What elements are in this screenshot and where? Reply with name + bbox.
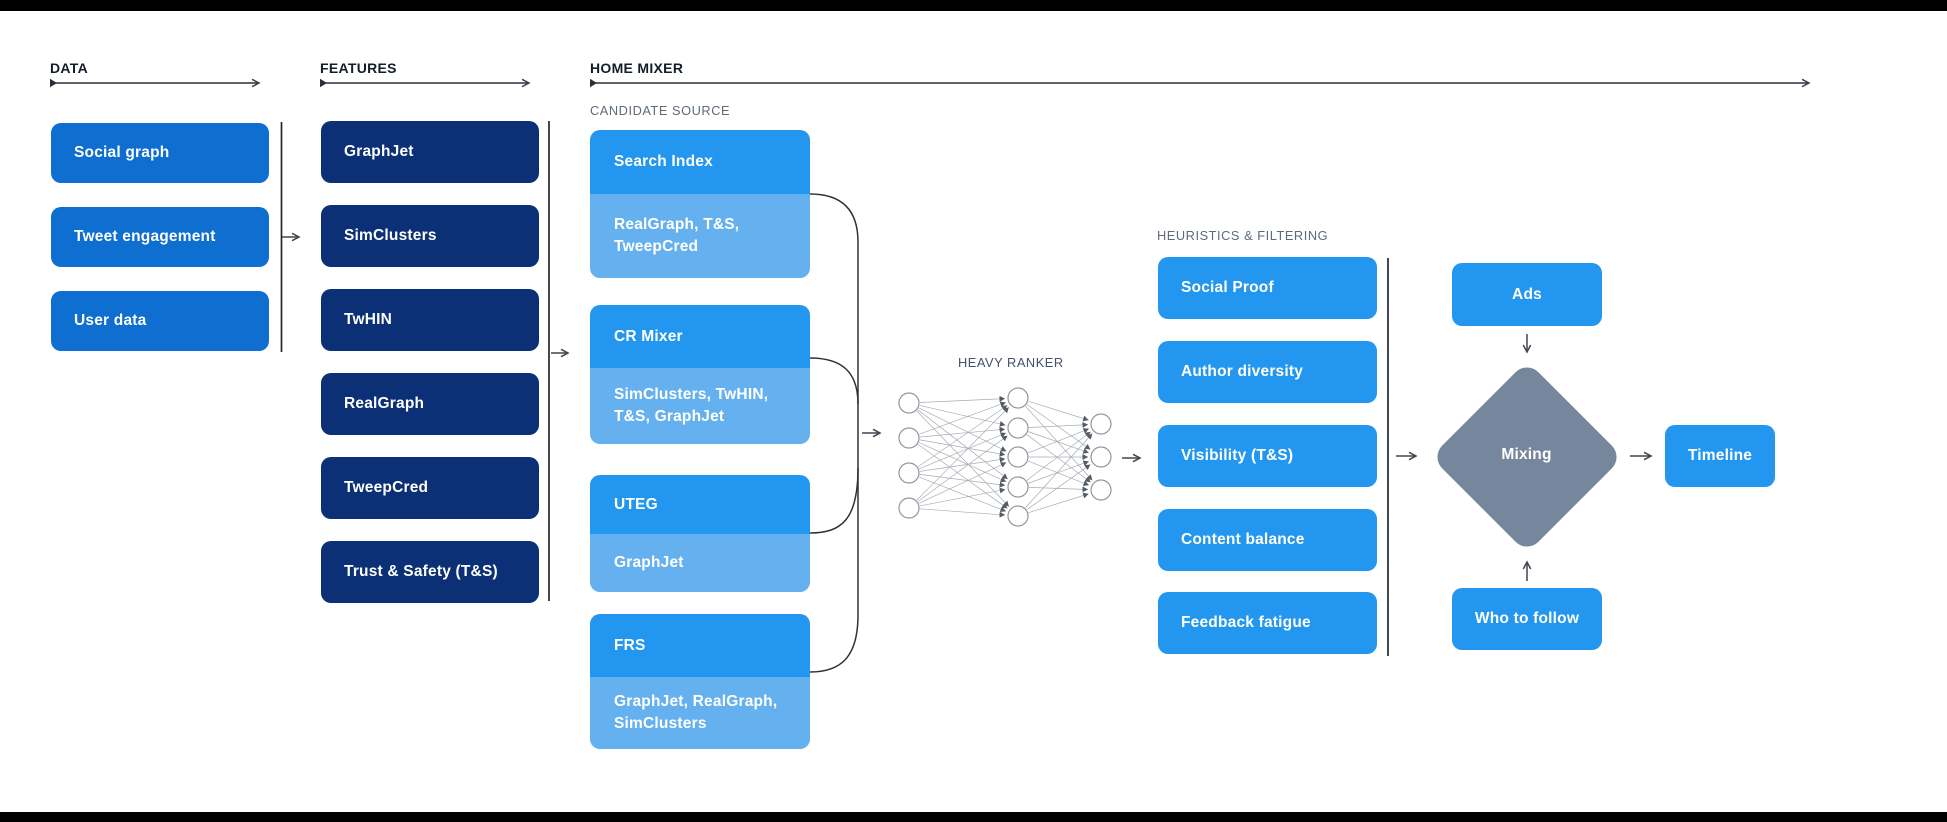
node-frs-title: FRS — [590, 614, 810, 677]
node-frs-sub: GraphJet, RealGraph, SimClusters — [590, 677, 810, 749]
node-tweepcred: TweepCred — [321, 457, 539, 519]
node-uteg-sub: GraphJet — [590, 534, 810, 592]
bottom-letterbox-bar — [0, 812, 1947, 822]
neuron-node — [1007, 446, 1029, 468]
neuron-node — [898, 497, 920, 519]
node-search-index: Search Index RealGraph, T&S, TweepCred — [590, 130, 810, 278]
node-uteg-title: UTEG — [590, 475, 810, 534]
node-search-index-title: Search Index — [590, 130, 810, 194]
neuron-node — [1007, 417, 1029, 439]
neuron-node — [1007, 505, 1029, 527]
features-header-rule — [320, 78, 531, 88]
node-mixing: Mixing — [1501, 446, 1552, 463]
neuron-node — [898, 427, 920, 449]
neuron-node — [1007, 476, 1029, 498]
node-social-proof: Social Proof — [1158, 257, 1377, 319]
neuron-node — [1090, 413, 1112, 435]
node-cr-mixer-title: CR Mixer — [590, 305, 810, 368]
node-realgraph: RealGraph — [321, 373, 539, 435]
node-user-data: User data — [51, 291, 269, 351]
node-feedback-fatigue: Feedback fatigue — [1158, 592, 1377, 654]
node-tweet-engagement: Tweet engagement — [51, 207, 269, 267]
neuron-node — [1007, 387, 1029, 409]
features-section-title: FEATURES — [320, 60, 397, 76]
heuristics-filtering-label: HEURISTICS & FILTERING — [1157, 228, 1329, 243]
heavy-ranker-network — [898, 387, 1112, 527]
node-timeline: Timeline — [1665, 425, 1775, 487]
node-trust-safety: Trust & Safety (T&S) — [321, 541, 539, 603]
neuron-node — [1090, 446, 1112, 468]
node-cr-mixer-sub: SimClusters, TwHIN, T&S, GraphJet — [590, 368, 810, 444]
heavy-ranker-label: HEAVY RANKER — [958, 355, 1064, 370]
node-social-graph: Social graph — [51, 123, 269, 183]
node-twhin: TwHIN — [321, 289, 539, 351]
data-section-title: DATA — [50, 60, 89, 76]
top-letterbox-bar — [0, 0, 1947, 11]
node-author-diversity: Author diversity — [1158, 341, 1377, 403]
candidate-merge-bracket — [809, 193, 859, 673]
home-mixer-header-rule — [590, 78, 1811, 88]
node-visibility-ts: Visibility (T&S) — [1158, 425, 1377, 487]
node-cr-mixer: CR Mixer SimClusters, TwHIN, T&S, GraphJ… — [590, 305, 810, 444]
home-mixer-section-title: HOME MIXER — [590, 60, 684, 76]
node-simclusters: SimClusters — [321, 205, 539, 267]
data-header-rule — [50, 78, 261, 88]
node-ads: Ads — [1452, 263, 1602, 326]
node-content-balance: Content balance — [1158, 509, 1377, 571]
candidate-source-label: CANDIDATE SOURCE — [590, 103, 731, 118]
node-graphjet: GraphJet — [321, 121, 539, 183]
node-uteg: UTEG GraphJet — [590, 475, 810, 592]
neuron-node — [898, 392, 920, 414]
node-search-index-sub: RealGraph, T&S, TweepCred — [590, 194, 810, 278]
neuron-node — [1090, 479, 1112, 501]
node-who-to-follow: Who to follow — [1452, 588, 1602, 650]
node-frs: FRS GraphJet, RealGraph, SimClusters — [590, 614, 810, 749]
neuron-node — [898, 462, 920, 484]
